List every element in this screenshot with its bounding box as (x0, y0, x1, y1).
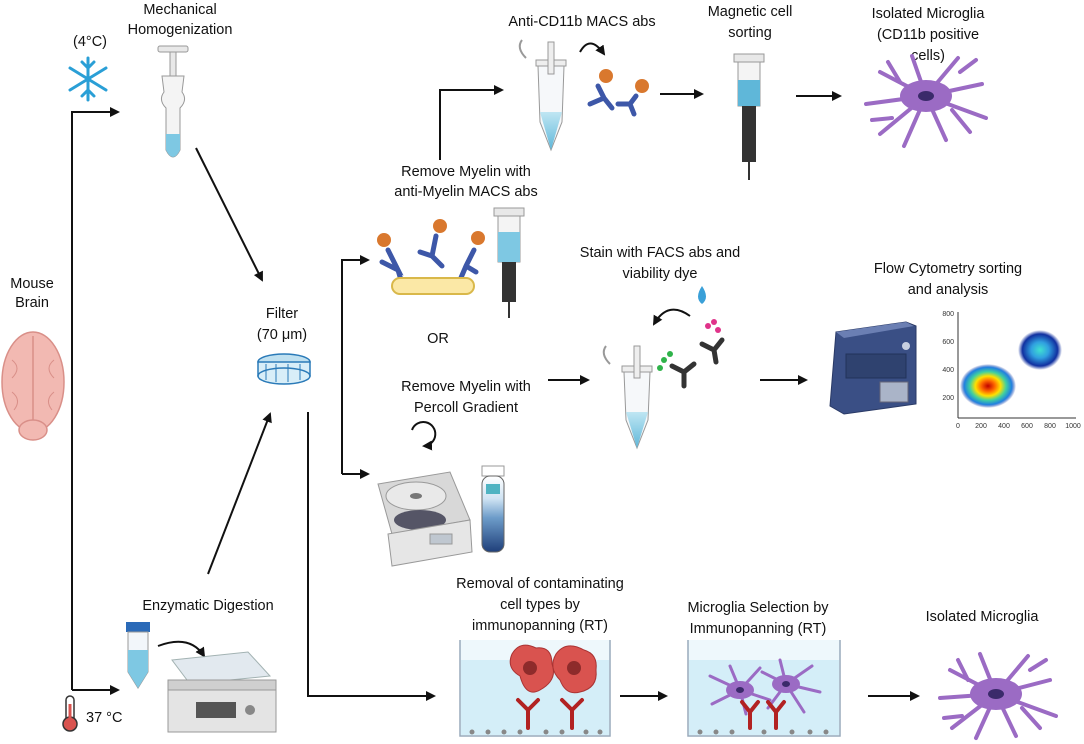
population-cluster-high (1018, 330, 1062, 370)
arrow-to-cd11b (439, 85, 504, 160)
filter-line-1: Filter (266, 306, 298, 322)
mechanical-title: Mechanical Homogenization (128, 2, 233, 38)
x-tick-label: 0 (956, 423, 960, 430)
facs-antibodies (657, 319, 725, 389)
facs-tube-illustration (602, 345, 653, 450)
myelin-macs-title: Remove Myelin with anti-Myelin MACS abs (394, 164, 537, 200)
facs-add-arrow (652, 308, 691, 326)
myelin-macs-line-1: Remove Myelin with (401, 164, 531, 180)
x-tick-label: 400 (998, 423, 1010, 430)
percoll-line-2: Percoll Gradient (414, 400, 518, 416)
isolated-cd11b-line-2: (CD11b positive (877, 27, 979, 43)
water-bath-illustration (167, 651, 277, 733)
spin-arrow (411, 421, 437, 451)
removal-title: Removal of contaminating cell types by i… (456, 576, 624, 634)
or-label: OR (427, 331, 449, 347)
y-tick-label: 200 (942, 395, 954, 402)
arrow-to-myelin-macs (341, 255, 370, 474)
enzymatic-title: Enzymatic Digestion (142, 598, 273, 614)
isolated-cd11b-line-3: cells) (911, 48, 945, 64)
cd11b-macs-title: Anti-CD11b MACS abs (508, 14, 655, 30)
y-tick-label: 400 (942, 367, 954, 374)
viability-dye-drop (698, 286, 706, 304)
magnetic-column-illustration (733, 53, 765, 180)
flow-line-2: and analysis (908, 282, 989, 298)
population-cluster-low (960, 364, 1016, 408)
percoll-tube-illustration (481, 465, 505, 553)
myelin-column-illustration (493, 207, 525, 318)
arrow-to-mechanical (71, 107, 120, 690)
flow-scatter-plot: 800 600 400 200 0 200 400 600 800 1000 (942, 311, 1081, 430)
mouse-brain-title: Mouse Brain (10, 276, 54, 311)
microglia-cell-top (864, 54, 988, 148)
magnetic-line-2: sorting (728, 25, 772, 41)
centrifuge-illustration (377, 421, 473, 567)
selection-title: Microglia Selection by Immunopanning (RT… (687, 600, 829, 637)
selection-line-2: Immunopanning (RT) (690, 621, 827, 637)
mouse-brain-line-1: Mouse (10, 276, 54, 292)
filter-title: Filter (70 μm) (257, 306, 307, 343)
cd11b-tube-illustration (518, 39, 567, 152)
facs-stain-title: Stain with FACS abs and viability dye (580, 245, 740, 282)
connectors (71, 85, 920, 701)
myelin-macs-line-2: anti-Myelin MACS abs (394, 184, 537, 200)
cell-strainer-illustration (257, 353, 311, 385)
isolated-cd11b-title: Isolated Microglia (CD11b positive cells… (872, 6, 986, 64)
cold-temp-label: (4°C) (73, 34, 107, 50)
magnetic-title: Magnetic cell sorting (708, 4, 793, 41)
microglia-cell-bottom (938, 652, 1058, 740)
arrow-tube-to-bath (157, 640, 206, 658)
y-tick-label: 800 (942, 311, 954, 318)
arrow-to-removal (307, 412, 436, 701)
myelin-bead (391, 277, 475, 295)
snowflake-icon (68, 56, 108, 102)
percoll-line-1: Remove Myelin with (401, 379, 531, 395)
falcon-tube-illustration (126, 622, 150, 689)
x-tick-label: 1000 (1065, 423, 1081, 430)
removal-line-3: immunopanning (RT) (472, 618, 608, 634)
y-tick-label: 600 (942, 339, 954, 346)
facs-stain-line-1: Stain with FACS abs and (580, 245, 740, 261)
x-tick-label: 600 (1021, 423, 1033, 430)
selection-dish-illustration (687, 640, 841, 737)
magnetic-line-1: Magnetic cell (708, 4, 793, 20)
flow-title: Flow Cytometry sorting and analysis (874, 261, 1022, 298)
facs-stain-line-2: viability dye (623, 266, 698, 282)
flow-line-1: Flow Cytometry sorting (874, 261, 1022, 277)
isolated-final-title: Isolated Microglia (926, 609, 1040, 625)
removal-line-2: cell types by (500, 597, 581, 613)
arrow-enzymatic-to-filter (207, 412, 272, 575)
mechanical-line-1: Mechanical (143, 2, 216, 18)
removal-dish-illustration (459, 640, 611, 737)
mouse-brain-illustration (1, 331, 65, 441)
homogenizer-illustration (157, 45, 189, 158)
selection-line-1: Microglia Selection by (687, 600, 829, 616)
percoll-title: Remove Myelin with Percoll Gradient (401, 379, 531, 416)
cd11b-add-arrow (579, 42, 606, 56)
warm-temp-label: 37 °C (86, 710, 122, 726)
thermometer-icon (62, 695, 78, 732)
removal-line-1: Removal of contaminating (456, 576, 624, 592)
arrow-mechanical-to-filter (195, 147, 263, 282)
cd11b-antibodies (587, 69, 649, 117)
x-tick-label: 800 (1044, 423, 1056, 430)
isolated-cd11b-line-1: Isolated Microglia (872, 6, 986, 22)
mouse-brain-line-2: Brain (15, 295, 49, 311)
x-tick-label: 200 (975, 423, 987, 430)
flow-cytometer-illustration (829, 321, 917, 415)
filter-line-2: (70 μm) (257, 327, 307, 343)
mechanical-line-2: Homogenization (128, 22, 233, 38)
